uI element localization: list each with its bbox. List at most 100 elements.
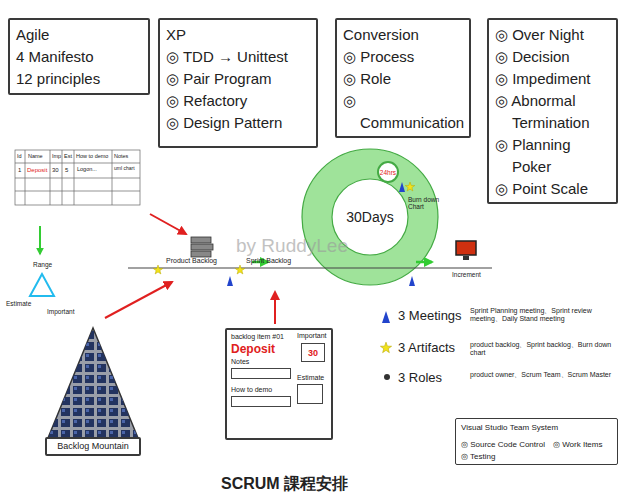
node-title: Backlog Mountain: [50, 440, 136, 453]
concept-box: Agile4 Manifesto12 principles: [8, 18, 150, 95]
node-text: ◎ TDD → Unittest: [166, 46, 310, 68]
node-text: ◎ Communication: [343, 90, 463, 134]
artifact-star: [235, 265, 245, 274]
table-cell: Est: [64, 153, 72, 159]
table-cell: 1: [18, 167, 21, 174]
node-text: ◎ Impediment: [495, 68, 610, 90]
node-title: ◎ Over Night: [495, 24, 610, 46]
table-cell: Id: [17, 153, 22, 159]
table-cell: 5: [65, 167, 68, 174]
field-box: [297, 384, 323, 404]
label: Important: [47, 308, 74, 315]
label: Sprint Backlog: [246, 257, 291, 265]
backlog-table: [15, 150, 140, 205]
node-text: ◎ Abnormal Termination: [495, 90, 610, 134]
tool-box: Visual Studio Team System ◎ Source Code C…: [455, 418, 618, 465]
meeting-mark: [399, 182, 405, 192]
watermark: by RuddyLee: [236, 236, 348, 257]
range-triangle: [30, 274, 54, 296]
timeline: [128, 267, 492, 268]
stack-icon: [191, 237, 213, 257]
green-arrow: [39, 226, 41, 254]
legend-marks: [380, 311, 391, 380]
label: product owner、Scrum Team、Scrum Master: [470, 371, 620, 379]
label: Estimate: [6, 300, 31, 307]
label: Product Backlog: [166, 257, 217, 265]
artifact-star: [380, 342, 391, 353]
node-title: XP: [166, 24, 310, 46]
ring-edge: [302, 149, 438, 285]
node-text: ◎ Planning Poker: [495, 134, 610, 178]
node-text: Estimate: [297, 374, 324, 381]
node-text: ◎ Pair Program: [166, 68, 310, 90]
red-arrow: [105, 282, 172, 318]
label: Sprint Planning meeting、Sprint review me…: [470, 307, 620, 322]
label: Burn down Chart: [408, 196, 446, 210]
table-cell: Imp: [52, 153, 61, 159]
meeting-mark: [382, 311, 390, 323]
role-dot: [384, 374, 390, 380]
node-text: ◎ Testing: [461, 451, 612, 462]
meeting-mark: [409, 276, 415, 286]
stack-bar: [191, 251, 211, 257]
table-grid: [15, 150, 140, 205]
field-box: [231, 396, 291, 407]
concept-box: Conversion◎ Process◎ Role◎ Communication: [335, 18, 471, 138]
monitor-screen: [456, 241, 476, 255]
label: product backlog、Sprint backlog、Burn down…: [470, 341, 620, 356]
backlog-mountain-figure: [40, 328, 150, 440]
mountain-bricks: [40, 330, 150, 440]
node-text: How to demo: [231, 386, 272, 393]
node-text: ◎ Work Items: [553, 439, 603, 450]
table-cell: How to demo: [76, 153, 108, 159]
node-text: ◎ Point Scale: [495, 178, 610, 200]
artifact-star: [153, 265, 163, 274]
node-text: ◎ Design Pattern: [166, 112, 310, 134]
table-cell: Deposit: [27, 167, 47, 174]
node-text: ◎ Source Code Control: [461, 439, 545, 450]
concept-box: ◎ Over Night◎ Decision◎ Impediment◎ Abno…: [487, 18, 618, 204]
node-title: Conversion: [343, 24, 463, 46]
label: Increment: [452, 271, 481, 278]
node-text: ◎ Role: [343, 68, 463, 90]
green-arrow: [416, 261, 432, 264]
node-title: 30Days: [346, 209, 393, 225]
node-title: Agile: [16, 24, 142, 46]
node-text: ◎ Refactory: [166, 90, 310, 112]
node-title: backlog item #01: [231, 333, 284, 340]
stack-bar: [191, 237, 211, 243]
label: Range: [33, 261, 52, 268]
concept-box: XP◎ TDD → Unittest◎ Pair Program◎ Refact…: [158, 18, 318, 148]
monitor-icon: [456, 241, 476, 260]
node-text: ◎ Decision: [495, 46, 610, 68]
legend-text: 3 Meetings: [398, 308, 462, 323]
timeline-marks: [153, 182, 432, 286]
table-cell: Logon...: [77, 166, 97, 172]
node-text: 12 principles: [16, 68, 142, 90]
caption: SCRUM 課程安排: [221, 474, 348, 495]
meeting-mark: [227, 276, 233, 286]
importance-box: 30: [301, 343, 325, 362]
node-text: Deposit: [231, 342, 275, 356]
node-text: 4 Manifesto: [16, 46, 142, 68]
node-title: Visual Studio Team System: [461, 422, 612, 433]
red-arrow: [150, 214, 186, 234]
red-arrows: [105, 214, 275, 324]
monitor-stand: [463, 256, 469, 260]
node-text: ◎ Process: [343, 46, 463, 68]
legend-text: 3 Artifacts: [398, 340, 455, 355]
mountain-label-box: Backlog Mountain: [45, 437, 141, 456]
table-cell: uml chart: [114, 166, 135, 172]
stack-bar: [191, 244, 213, 250]
node-title: 24hrs: [380, 169, 396, 176]
artifact-star: [405, 182, 415, 191]
field-box: [231, 368, 291, 379]
table-cell: Name: [28, 153, 43, 159]
node-text: Notes: [231, 358, 249, 365]
red-arrow: [274, 292, 276, 324]
table-cell: 30: [52, 167, 59, 174]
range-figure: [30, 226, 54, 296]
table-frame: [15, 150, 140, 205]
table-cell: Notes: [114, 153, 128, 159]
